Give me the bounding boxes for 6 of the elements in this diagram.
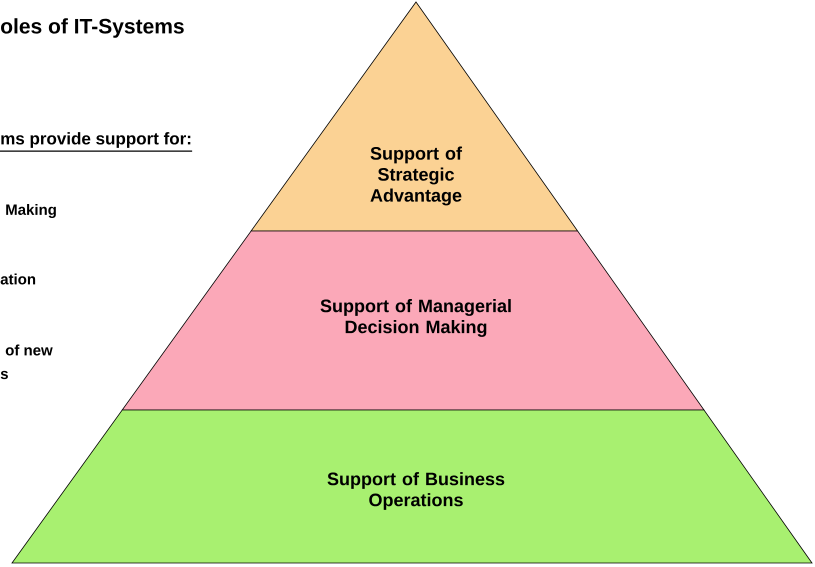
heading: ms provide support for: [0, 132, 192, 152]
list-item: of new [6, 344, 53, 356]
list-item: ation [0, 273, 36, 284]
list-item: s [0, 370, 8, 380]
list-item: Making [6, 204, 56, 218]
title: oles of IT-Systems [1, 18, 184, 38]
